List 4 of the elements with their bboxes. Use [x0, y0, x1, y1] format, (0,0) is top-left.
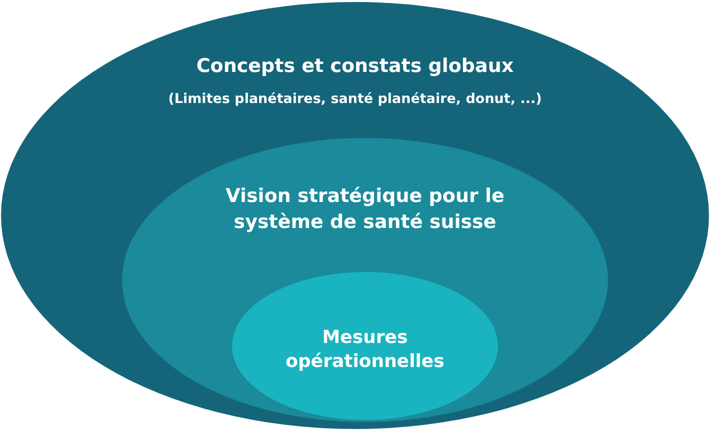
- ellipse-heading: Concepts et constats globaux: [195, 54, 515, 79]
- ellipse-heading: Vision stratégique pour le système de santé suisse: [224, 184, 506, 235]
- ellipse-subtitle: (Limites planétaires, santé planétaire, donut, ...): [167, 90, 543, 108]
- ellipse-heading: Mesures opérationnelles: [284, 326, 446, 374]
